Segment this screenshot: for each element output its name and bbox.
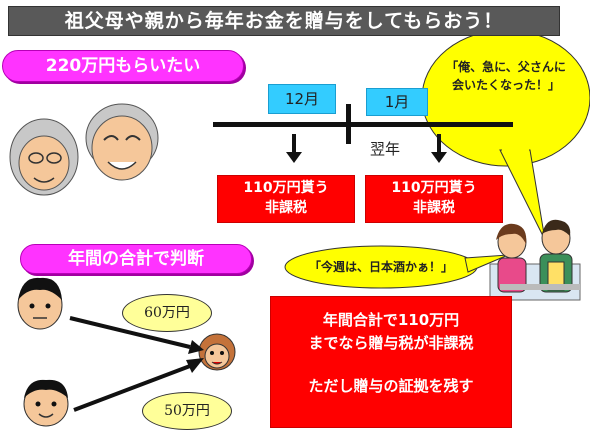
- tax-rule-note: 年間合計で110万円 までなら贈与税が非課税 ただし贈与の証拠を残す: [270, 296, 512, 428]
- tax-rule-line: 年間合計で110万円: [322, 311, 460, 329]
- gift-box-december: 110万円貰う 非課税: [217, 175, 355, 223]
- gift-box-tax-status: 非課税: [413, 200, 455, 216]
- spacer: [271, 355, 511, 375]
- child-face-icon: [17, 277, 63, 330]
- amount-oval-upper: 60万円: [122, 294, 212, 332]
- next-year-label: 翌年: [370, 140, 401, 158]
- gift-box-tax-status: 非課税: [265, 200, 307, 216]
- gift-box-amount: 110万円貰う: [391, 180, 477, 196]
- month-box-december: 12月: [268, 84, 336, 114]
- speech-text-bottom: 「今週は、日本酒かぁ！」: [308, 260, 453, 274]
- speech-line: 「俺、急に、父さんに: [446, 60, 566, 74]
- transfer-arrow-icon: [73, 358, 204, 412]
- month-box-january: 1月: [366, 88, 428, 116]
- speech-text-top: 「俺、急に、父さんに 会いたくなった！」: [432, 58, 580, 94]
- down-arrow-icon: [286, 134, 302, 163]
- family-couple-icon: [489, 219, 581, 301]
- transfer-arrow-icon: [69, 316, 204, 354]
- gift-box-january: 110万円貰う 非課税: [365, 175, 503, 223]
- grandfather-icon: [85, 103, 159, 181]
- goal-label: 220万円もらいたい: [2, 50, 244, 82]
- annual-total-label: 年間の合計で判断: [20, 244, 252, 274]
- down-arrow-icon: [431, 134, 447, 163]
- timeline: [213, 104, 513, 144]
- child-face-icon: [23, 379, 69, 427]
- tax-rule-line: ただし贈与の証拠を残す: [308, 377, 474, 395]
- recipient-face-icon: [198, 333, 236, 371]
- amount-oval-lower: 50万円: [142, 392, 232, 430]
- gift-box-amount: 110万円貰う: [243, 180, 329, 196]
- speech-bubble-bottom: [284, 245, 509, 289]
- page-title: 祖父母や親から毎年お金を贈与をしてもらおう！: [8, 6, 560, 36]
- tax-rule-line: までなら贈与税が非課税: [308, 334, 474, 352]
- speech-line: 会いたくなった！」: [451, 78, 560, 92]
- speech-bubble-top: [421, 29, 590, 241]
- grandmother-icon: [9, 118, 79, 196]
